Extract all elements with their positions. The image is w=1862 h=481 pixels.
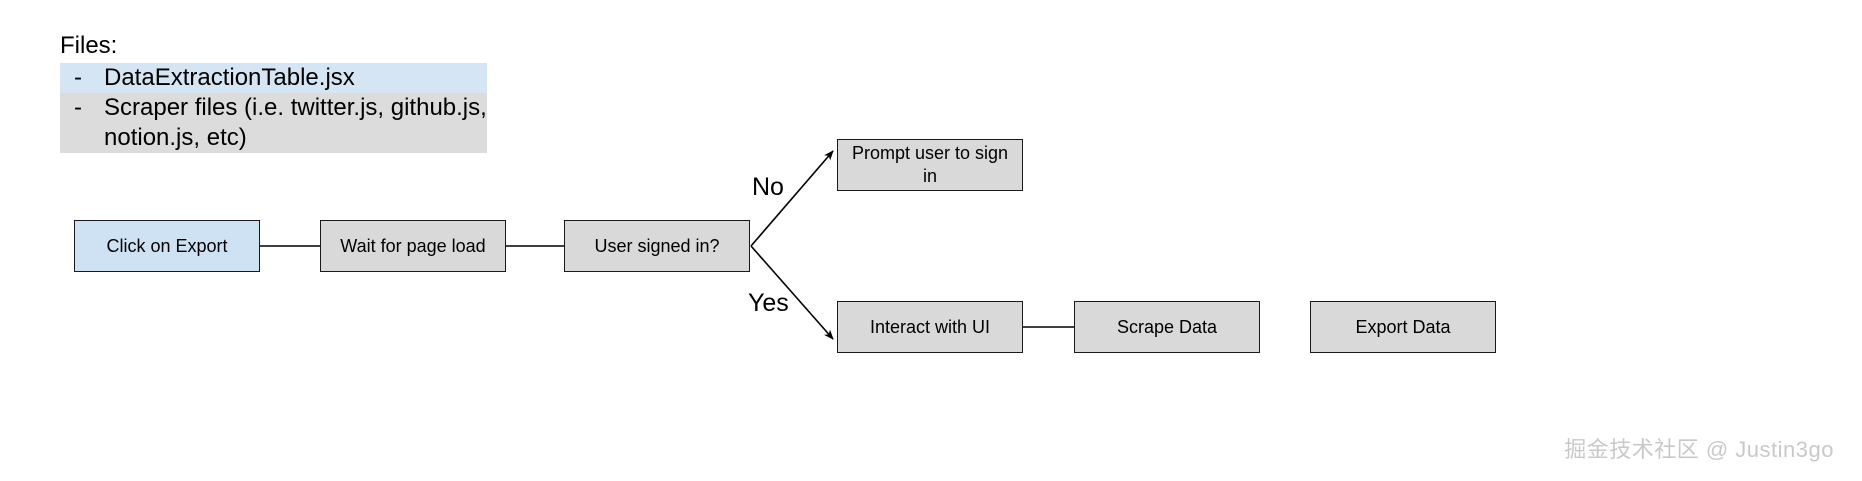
node-click-on-export[interactable]: Click on Export — [74, 220, 260, 272]
notes-item-0-text: DataExtractionTable.jsx — [104, 64, 355, 91]
notes-item-2: notion.js, etc) — [60, 123, 487, 153]
node-label: Prompt user to sign in — [851, 143, 1009, 186]
node-interact-with-ui[interactable]: Interact with UI — [837, 301, 1023, 353]
notes-title: Files: — [60, 32, 118, 59]
node-scrape-data[interactable]: Scrape Data — [1074, 301, 1260, 353]
node-label: User signed in? — [594, 235, 720, 256]
notes-item-2-text: notion.js, etc) — [104, 124, 247, 151]
notes-item-1: -Scraper files (i.e. twitter.js, github.… — [60, 93, 487, 123]
node-label: Interact with UI — [869, 316, 991, 337]
edge-label-no: No — [752, 173, 784, 201]
node-label: Export Data — [1355, 316, 1451, 337]
node-label: Wait for page load — [340, 235, 486, 256]
notes-item-0: -DataExtractionTable.jsx — [60, 63, 487, 93]
node-label: Scrape Data — [1116, 316, 1218, 337]
node-prompt-user-to-sign-in[interactable]: Prompt user to sign in — [837, 139, 1023, 191]
watermark: 掘金技术社区 @ Justin3go — [1564, 437, 1834, 462]
node-export-data[interactable]: Export Data — [1310, 301, 1496, 353]
node-user-signed-in[interactable]: User signed in? — [564, 220, 750, 272]
files-notes-block: Files: -DataExtractionTable.jsx -Scraper… — [60, 30, 487, 153]
node-label: Click on Export — [106, 235, 228, 256]
bullet-marker: - — [74, 64, 82, 91]
edge-label-yes: Yes — [748, 289, 789, 317]
bullet-marker: - — [74, 94, 82, 121]
node-wait-for-page-load[interactable]: Wait for page load — [320, 220, 506, 272]
notes-item-1-text: Scraper files (i.e. twitter.js, github.j… — [104, 94, 487, 121]
